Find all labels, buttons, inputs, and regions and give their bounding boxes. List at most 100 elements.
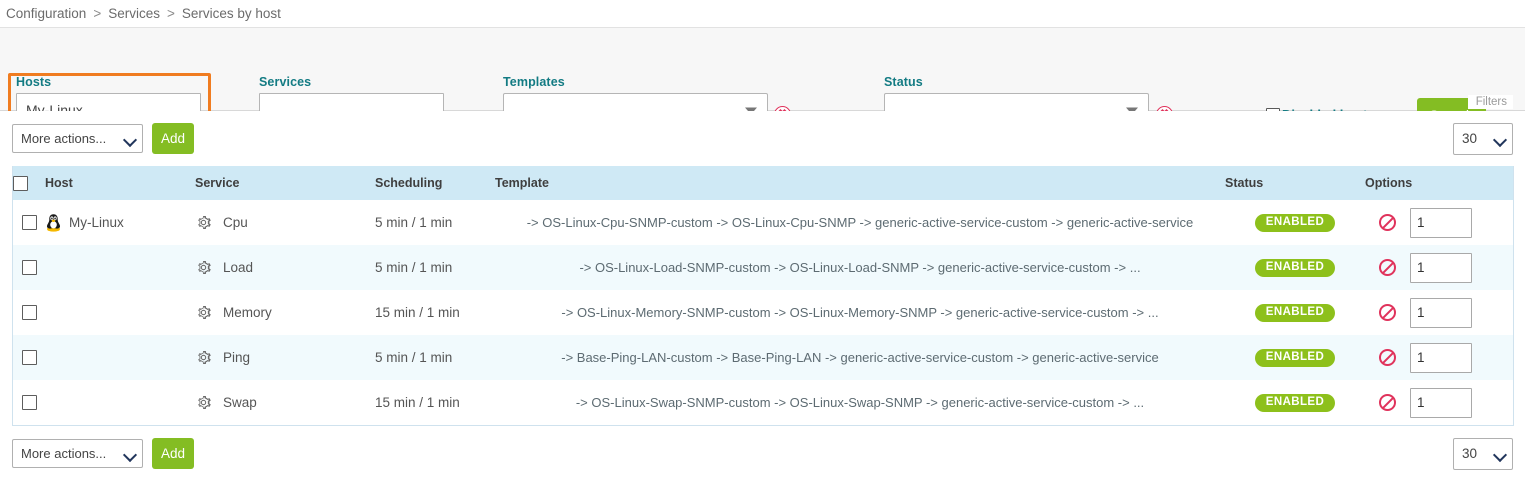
option-count-input[interactable] [1410,342,1472,373]
status-label: Status [884,75,923,89]
add-button-bottom[interactable]: Add [152,438,194,469]
gear-icon [198,395,211,410]
breadcrumb-separator: > [166,6,175,21]
chevron-down-icon [122,132,138,147]
table-row: Ping 5 min / 1 min -> Base-Ping-LAN-custom… [12,335,1514,380]
gear-icon [198,350,211,365]
cell-scheduling: 15 min / 1 min [375,290,495,335]
more-actions-select-top[interactable]: More actions... [12,124,143,153]
row-select-cell [12,335,45,380]
breadcrumb-item-services-by-host[interactable]: Services by host [181,6,281,21]
filter-panel: Hosts Services Templates ✖ Status ✖ Disa… [0,27,1525,138]
service-name[interactable]: Ping [223,350,251,365]
row-checkbox[interactable] [21,305,37,321]
toolbar-top: More actions... Add 30 [0,111,1525,166]
status-badge[interactable]: ENABLED [1254,303,1336,323]
cell-service: Ping [195,335,375,380]
cell-template: -> OS-Linux-Swap-SNMP-custom -> OS-Linux… [495,380,1225,426]
select-all-checkbox[interactable] [13,175,28,191]
column-header-template[interactable]: Template [495,166,1225,200]
host-name[interactable]: My-Linux [69,215,124,230]
cell-template: -> Base-Ping-LAN-custom -> Base-Ping-LAN… [495,335,1225,380]
table-row: Swap 15 min / 1 min -> OS-Linux-Swap-SNMP-… [12,380,1514,426]
page-size-value: 30 [1462,446,1478,461]
more-actions-label: More actions... [21,131,107,146]
row-checkbox[interactable] [21,215,37,231]
cell-service: Swap [195,380,375,426]
cell-status: ENABLED [1225,335,1365,380]
hosts-label: Hosts [16,75,52,89]
cell-host [45,380,195,426]
row-checkbox[interactable] [21,260,37,276]
option-count-input[interactable] [1410,207,1472,238]
cell-options [1365,335,1514,380]
disable-service-icon[interactable] [1379,349,1396,366]
page-size-value: 30 [1462,131,1478,146]
template-chain: -> OS-Linux-Swap-SNMP-custom -> OS-Linux… [575,395,1145,410]
service-name[interactable]: Swap [223,395,257,410]
gear-icon [198,215,211,230]
breadcrumb-separator: > [93,6,102,21]
option-count-input[interactable] [1410,252,1472,283]
table-header-row: Host Service Scheduling Template Status … [12,166,1514,200]
filters-panel-tag[interactable]: Filters [1467,95,1513,109]
column-header-host[interactable]: Host [45,166,195,200]
row-select-cell [12,245,45,290]
row-select-cell [12,290,45,335]
cell-host [45,335,195,380]
column-header-options: Options [1365,166,1514,200]
gear-icon [198,305,211,320]
disable-service-icon[interactable] [1379,259,1396,276]
cell-service: Memory [195,290,375,335]
status-badge[interactable]: ENABLED [1254,393,1336,413]
page-size-select-top[interactable]: 30 [1453,122,1513,155]
breadcrumb-item-services[interactable]: Services [108,6,160,21]
template-chain: -> OS-Linux-Load-SNMP-custom -> OS-Linux… [579,260,1141,275]
service-name[interactable]: Cpu [223,215,248,230]
cell-status: ENABLED [1225,380,1365,426]
cell-scheduling: 15 min / 1 min [375,380,495,426]
column-header-service[interactable]: Service [195,166,375,200]
breadcrumb-item-configuration[interactable]: Configuration [6,6,87,21]
cell-scheduling: 5 min / 1 min [375,200,495,245]
cell-options [1365,245,1514,290]
service-name[interactable]: Memory [223,305,272,320]
row-checkbox[interactable] [21,395,37,411]
status-badge[interactable]: ENABLED [1254,213,1336,233]
disable-service-icon[interactable] [1379,394,1396,411]
cell-template: -> OS-Linux-Load-SNMP-custom -> OS-Linux… [495,245,1225,290]
disable-service-icon[interactable] [1379,214,1396,231]
cell-template: -> OS-Linux-Cpu-SNMP-custom -> OS-Linux-… [495,200,1225,245]
status-badge[interactable]: ENABLED [1254,258,1336,278]
add-button-top[interactable]: Add [152,123,194,154]
column-header-scheduling[interactable]: Scheduling [375,166,495,200]
column-header-status[interactable]: Status [1225,166,1365,200]
more-actions-select-bottom[interactable]: More actions... [12,439,143,468]
chevron-down-icon [1492,132,1508,147]
chevron-down-icon [122,447,138,462]
services-label: Services [259,75,312,89]
service-name[interactable]: Load [223,260,254,275]
disable-service-icon[interactable] [1379,304,1396,321]
cell-service: Cpu [195,200,375,245]
chevron-down-icon [1492,447,1508,462]
templates-label: Templates [503,75,565,89]
select-all-header [12,166,45,200]
cell-options [1365,290,1514,335]
option-count-input[interactable] [1410,297,1472,328]
table-row: Memory 15 min / 1 min -> OS-Linux-Memory-S… [12,290,1514,335]
row-checkbox[interactable] [21,350,37,366]
cell-template: -> OS-Linux-Memory-SNMP-custom -> OS-Lin… [495,290,1225,335]
table-row: My-Linux Cpu 5 min / 1 min-> OS-Linux-Cpu-… [12,200,1514,245]
cell-host: My-Linux [45,200,195,245]
cell-scheduling: 5 min / 1 min [375,335,495,380]
linux-tux-icon [46,214,61,232]
page-size-select-bottom[interactable]: 30 [1453,437,1513,470]
status-badge[interactable]: ENABLED [1254,348,1336,368]
template-chain: -> Base-Ping-LAN-custom -> Base-Ping-LAN… [561,350,1159,365]
template-chain: -> OS-Linux-Memory-SNMP-custom -> OS-Lin… [561,305,1159,320]
option-count-input[interactable] [1410,387,1472,418]
cell-host [45,290,195,335]
